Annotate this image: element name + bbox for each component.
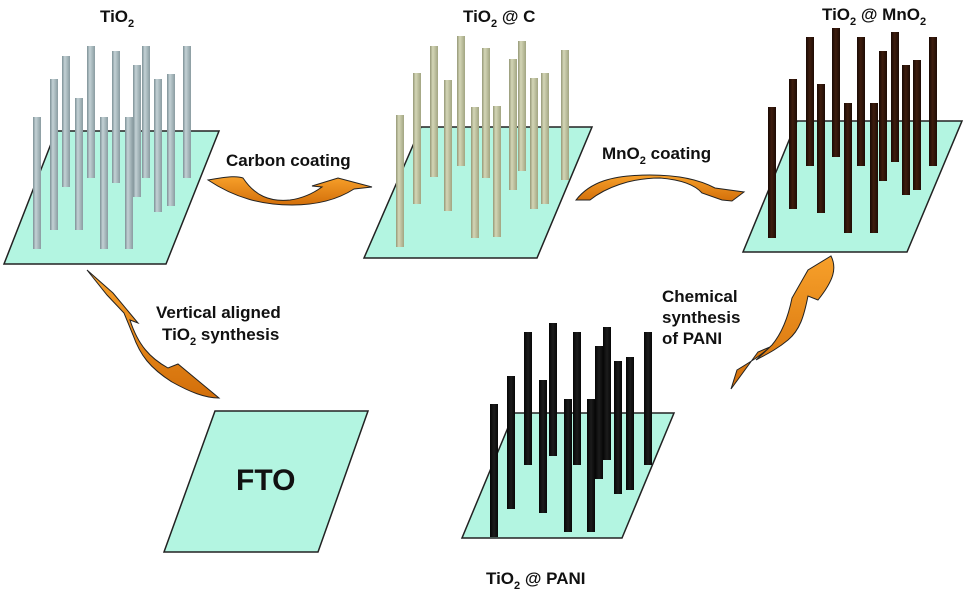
nanorod: [549, 323, 557, 456]
nanorod: [902, 65, 910, 195]
nanorod: [167, 74, 175, 206]
nanorod: [154, 79, 162, 212]
nanorod: [524, 332, 532, 465]
nanorod: [891, 32, 899, 162]
rods-tio2: [33, 46, 191, 249]
panel-title-tio2-pani: TiO2 @ PANI: [486, 569, 586, 592]
step-carbon-coating: Carbon coating: [206, 151, 373, 206]
nanorod: [832, 28, 840, 157]
nanorod: [62, 56, 70, 187]
nanorod: [509, 59, 517, 190]
panel-title-tio2: TiO2: [100, 7, 134, 30]
nanorod: [789, 79, 797, 209]
nanorod: [626, 357, 634, 490]
step-label-tio2-synthesis-line2: TiO2 synthesis: [162, 325, 279, 348]
curved-arrow-icon: [86, 269, 221, 399]
nanorod: [490, 404, 498, 537]
nanorod: [541, 73, 549, 204]
nanorod: [913, 60, 921, 190]
rods-tio2-mno2: [768, 28, 937, 238]
nanorod: [50, 79, 58, 230]
nanorod: [644, 332, 652, 465]
nanorod: [33, 117, 41, 249]
step-pani-synthesis: Chemical synthesis of PANI: [662, 255, 835, 390]
nanorod: [929, 37, 937, 166]
nanorod: [396, 115, 404, 247]
curved-arrow-icon: [574, 174, 746, 202]
nanorod: [430, 46, 438, 177]
panel-tio2: TiO2: [2, 7, 221, 265]
nanorod: [817, 84, 825, 213]
nanorod: [183, 46, 191, 178]
nanorod: [471, 107, 479, 238]
nanorod: [603, 327, 611, 460]
nanorod: [518, 41, 526, 171]
curved-arrow-icon: [206, 176, 373, 206]
nanorod: [530, 78, 538, 209]
nanorod: [133, 65, 141, 197]
step-label-tio2-synthesis-line1: Vertical aligned: [156, 303, 281, 322]
panel-tio2-pani: TiO2 @ PANI: [460, 323, 676, 592]
fto-label: FTO: [236, 464, 295, 497]
fto-substrate: [162, 410, 370, 553]
step-label-carbon-coating: Carbon coating: [226, 151, 351, 170]
step-tio2-synthesis: Vertical aligned TiO2 synthesis: [86, 269, 281, 399]
nanorod: [457, 36, 465, 166]
nanorod: [100, 117, 108, 249]
nanorod: [75, 98, 83, 230]
nanorod: [879, 51, 887, 181]
nanorod: [444, 80, 452, 211]
nanorod: [768, 107, 776, 238]
panel-fto: FTO: [162, 410, 370, 553]
nanorod: [142, 46, 150, 178]
nanorod: [493, 106, 501, 237]
curved-arrow-icon: [730, 255, 835, 390]
rods-tio2-pani: [490, 323, 652, 537]
nanorod: [857, 37, 865, 166]
nanorod: [482, 48, 490, 178]
nanorod: [539, 380, 547, 513]
step-label-pani-line3: of PANI: [662, 329, 722, 348]
step-label-pani-line2: synthesis: [662, 308, 740, 327]
nanorod: [573, 332, 581, 465]
nanorod: [844, 103, 852, 233]
nanorod: [507, 376, 515, 509]
nanorod: [561, 50, 569, 180]
panel-title-tio2-c: TiO2 @ C: [463, 7, 535, 30]
step-label-pani-line1: Chemical: [662, 287, 738, 306]
nanorod: [806, 37, 814, 166]
nanorod: [413, 73, 421, 204]
panel-tio2-mno2: TiO2 @ MnO2: [741, 5, 964, 253]
step-label-mno2-coating: MnO2 coating: [602, 144, 711, 167]
nanorod: [587, 399, 595, 532]
nanorod: [595, 346, 603, 479]
nanorod: [614, 361, 622, 494]
nanorod: [564, 399, 572, 532]
nanorod: [87, 46, 95, 178]
nanorod: [870, 103, 878, 233]
step-mno2-coating: MnO2 coating: [574, 144, 746, 202]
nanorod: [112, 51, 120, 183]
rods-tio2-c: [396, 36, 569, 247]
panel-title-tio2-mno2: TiO2 @ MnO2: [822, 5, 926, 28]
panel-tio2-c: TiO2 @ C: [362, 7, 594, 259]
nanorod: [125, 117, 133, 249]
